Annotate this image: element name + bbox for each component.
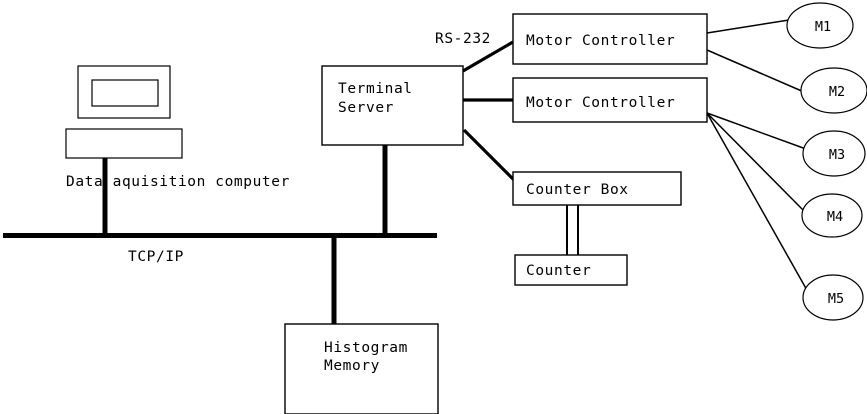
motor-m1-label: M1: [815, 19, 831, 35]
motor-cable-links-group: [706, 19, 809, 293]
motor-node-m4[interactable]: M4: [801, 193, 863, 238]
motor-m3-label: M3: [829, 147, 845, 163]
histogram-memory-label-line2: Memory: [324, 358, 380, 374]
motor-controller-1-box[interactable]: [512, 13, 708, 65]
link-motor-controller-1-to-m1: [706, 19, 790, 34]
terminal-server-label-line2: Server: [338, 100, 394, 116]
motor-m4-label: M4: [827, 209, 843, 225]
tcpip-bus-label: TCP/IP: [128, 249, 184, 265]
histogram-memory-label-line1: Histogram: [324, 340, 408, 356]
motor-m2-ellipse[interactable]: [800, 67, 867, 114]
terminal-server-box[interactable]: [321, 65, 464, 146]
motor-m5-label: M5: [828, 291, 844, 307]
terminal-server-label-line1: Terminal: [338, 81, 413, 97]
computer-label: Data aquisition computer: [66, 174, 290, 190]
link-motor-controller-2-to-m3: [706, 112, 807, 150]
motor-controller-1-group[interactable]: Motor Controller: [512, 13, 708, 65]
computer-monitor-screen: [91, 79, 159, 107]
motor-m5-ellipse[interactable]: [802, 274, 864, 321]
rs232-link-to-motor-controller-1: [462, 40, 514, 73]
histogram-memory-group[interactable]: Histogram Memory: [284, 234, 439, 414]
motor-m3-ellipse[interactable]: [802, 130, 866, 177]
link-motor-controller-2-to-m4: [706, 112, 807, 214]
counter-box-group[interactable]: Counter Box: [512, 171, 682, 206]
motor-controller-2-box[interactable]: [512, 77, 708, 123]
motor-node-m1[interactable]: M1: [786, 2, 854, 49]
motors-group[interactable]: M1 M2 M3 M4 M5: [786, 2, 867, 321]
counter-label: Counter: [526, 263, 591, 279]
computer-chassis: [65, 128, 183, 159]
motor-controller-2-group[interactable]: Motor Controller: [512, 77, 708, 123]
counter-rect[interactable]: [514, 254, 628, 286]
motor-m4-ellipse[interactable]: [801, 193, 863, 238]
counter-box-label: Counter Box: [526, 182, 629, 198]
counter-box-rect[interactable]: [512, 171, 682, 206]
motor-node-m2[interactable]: M2: [800, 67, 867, 114]
data-acquisition-computer-group[interactable]: Data aquisition computer: [65, 65, 290, 237]
motor-controller-2-label: Motor Controller: [526, 95, 675, 111]
motor-controller-1-label: Motor Controller: [526, 33, 675, 49]
motor-m2-label: M2: [829, 84, 845, 100]
rs232-label: RS-232: [435, 31, 491, 47]
tcpip-bus-group: TCP/IP: [3, 233, 437, 265]
link-motor-controller-2-to-m5: [706, 112, 809, 293]
terminal-server-group[interactable]: Terminal Server: [321, 65, 464, 237]
histogram-memory-box[interactable]: [284, 323, 439, 414]
motor-node-m3[interactable]: M3: [802, 130, 866, 177]
rs232-links-group: RS-232: [435, 31, 518, 184]
link-motor-controller-1-to-m2: [706, 49, 805, 93]
motor-m1-ellipse[interactable]: [786, 2, 854, 49]
motor-node-m5[interactable]: M5: [802, 274, 864, 321]
counter-group[interactable]: Counter: [514, 205, 628, 286]
rs232-link-to-counter-box: [462, 128, 518, 184]
